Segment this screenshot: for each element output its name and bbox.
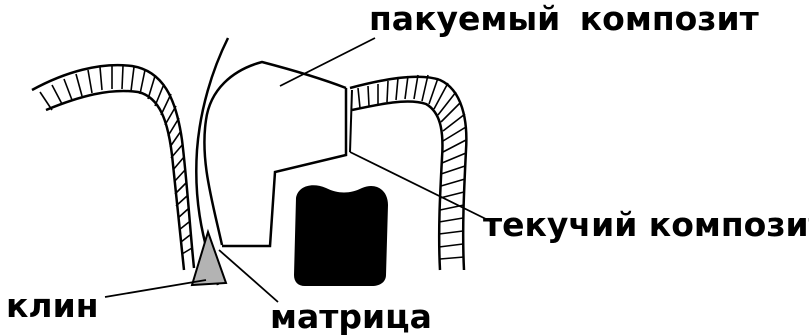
- leader-matrix: [219, 250, 278, 302]
- label-flowable-composite: текучий композит: [483, 208, 809, 241]
- leader-packable: [280, 38, 375, 86]
- left-tooth: [32, 65, 194, 270]
- leader-wedge: [105, 280, 206, 297]
- label-wedge: клин: [6, 289, 99, 322]
- label-packable-composite: пакуемый композит: [369, 2, 759, 35]
- flowable-composite-layer: [350, 90, 352, 152]
- pulp-chamber: [294, 185, 388, 286]
- left-tooth-enamel-inner: [46, 91, 184, 270]
- label-matrix: матрица: [270, 300, 432, 333]
- central-tooth: [204, 62, 466, 286]
